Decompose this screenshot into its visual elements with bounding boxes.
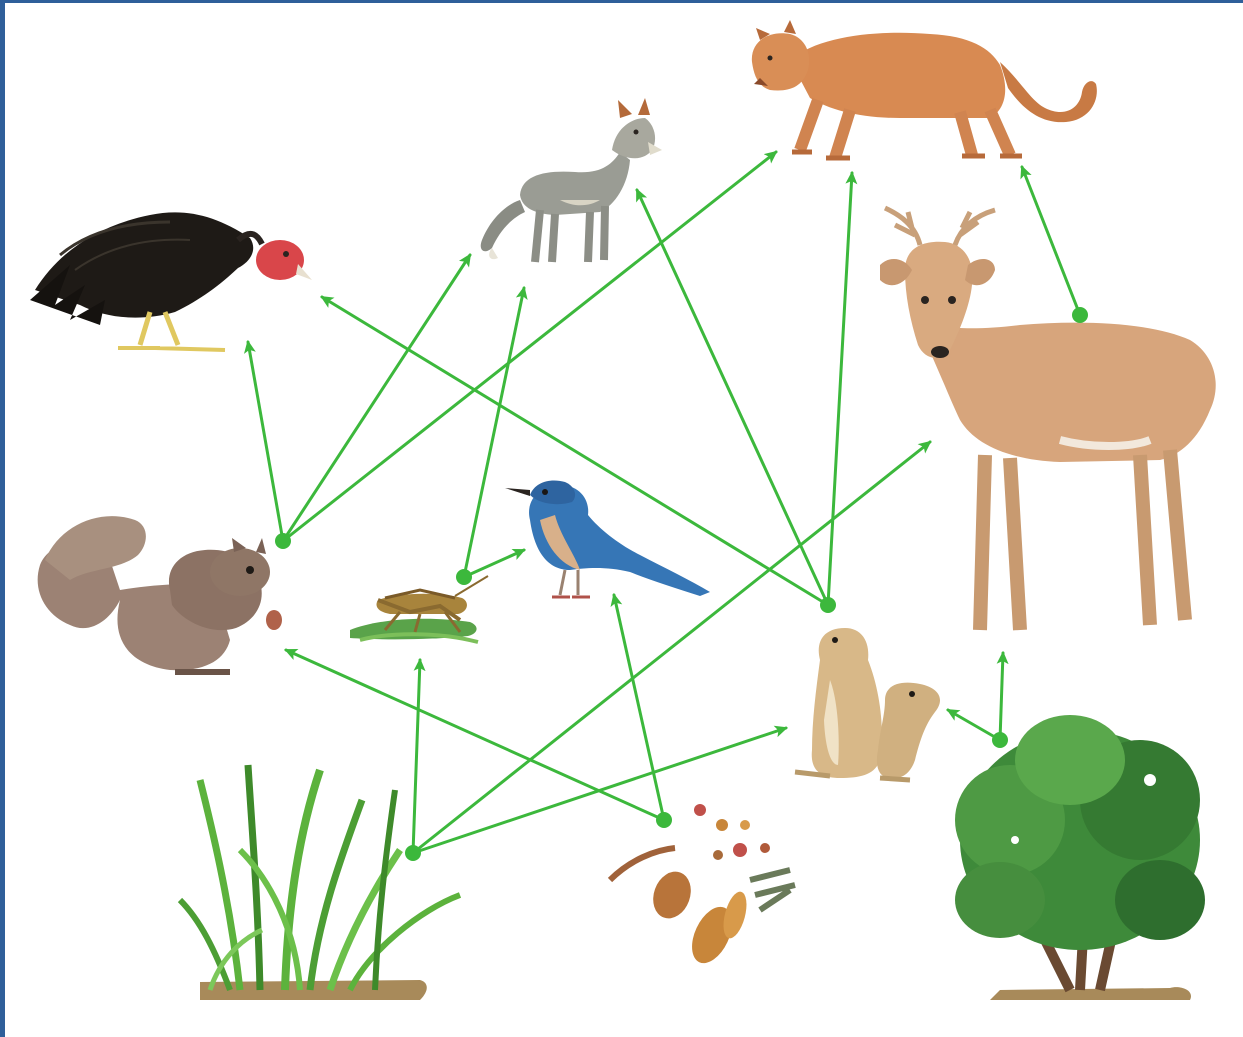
arrow-prairie-dogs-to-cougar [828,173,852,605]
arrow-prairie-dogs-to-fox [637,190,828,605]
seeds-icon [610,804,795,969]
jay-icon [505,481,710,597]
source-dot-shrub [992,732,1008,748]
arrow-grasshopper-to-fox [464,288,524,577]
source-dot-grass [405,845,421,861]
shrub-icon [955,715,1205,1000]
arrow-deer-to-cougar [1022,167,1080,315]
source-dot-seeds [656,812,672,828]
arrow-squirrel-to-cougar [283,152,776,541]
squirrel-icon [38,516,282,672]
source-dot-prairie-dogs [820,597,836,613]
arrow-grasshopper-to-jay [464,550,524,577]
arrow-seeds-to-jay [614,595,664,820]
source-dot-deer [1072,307,1088,323]
arrow-squirrel-to-vulture [248,342,283,541]
vulture-icon [30,212,312,350]
grasshopper-icon [350,576,488,642]
fox-icon [481,98,662,262]
arrow-grass-to-grasshopper [413,660,420,853]
deer-icon [880,208,1216,630]
prairie-dog-icon [795,628,940,780]
cougar-icon [752,20,1097,158]
arrow-squirrel-to-fox [283,255,470,541]
arrow-shrub-to-deer [1000,653,1003,740]
grass-icon [180,765,460,1000]
arrow-shrub-to-prairie-dogs [948,710,1000,740]
arrow-seeds-to-squirrel [286,650,664,820]
source-dot-squirrel [275,533,291,549]
source-dot-grasshopper [456,569,472,585]
